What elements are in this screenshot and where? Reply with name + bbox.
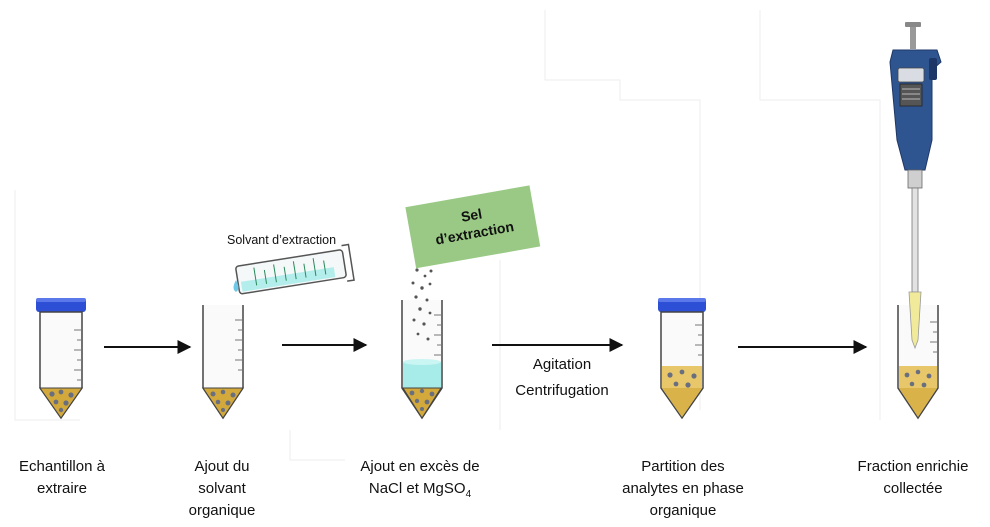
step-arrows — [104, 338, 868, 354]
step-label-line: solvant — [198, 480, 246, 497]
solvent-drop — [233, 280, 239, 292]
formula-subscript: 4 — [465, 489, 472, 500]
step-label-partition: Partition des analytes en phase organiqu… — [598, 456, 768, 522]
step-label-line: collectée — [883, 480, 943, 497]
step-label-line: Ajout en excès de — [360, 458, 480, 475]
graduated-cylinder — [235, 243, 355, 295]
step-label-solvent: Ajout du solvant organique — [160, 456, 284, 522]
step-label-line: Echantillon à — [19, 458, 105, 475]
step-label-line: extraire — [36, 480, 88, 497]
salt-box — [405, 185, 541, 269]
partition-tube — [658, 298, 706, 420]
formula-text: NaCl et MgSO — [368, 480, 466, 497]
agitation-label: Agitation Centrifugation — [492, 352, 632, 404]
agitation-line-1: Agitation — [532, 356, 592, 373]
agitation-line-2: Centrifugation — [515, 382, 609, 399]
step-label-line: Partition des — [641, 458, 725, 475]
collected-tube — [897, 305, 939, 420]
solvent-label: Solvant d’extraction — [227, 233, 337, 247]
micropipette — [889, 22, 942, 350]
step-label-salts: Ajout en excès de NaCl et MgSO4 — [330, 456, 510, 506]
step-label-line-formula: NaCl et MgSO4 — [330, 478, 510, 506]
step-label-line: organique — [649, 502, 717, 519]
step-label-line: Ajout du — [194, 458, 250, 475]
step-label-line: analytes en phase — [622, 480, 744, 497]
step-label-line: Fraction enrichie — [857, 458, 969, 475]
step-label-sample: Echantillon à extraire — [0, 456, 124, 500]
sample-tube — [36, 298, 86, 420]
solvent-tube — [202, 305, 244, 420]
step-label-line: organique — [188, 502, 256, 519]
salt-tube — [401, 300, 443, 420]
salt-particles — [411, 268, 433, 341]
step-label-fraction: Fraction enrichie collectée — [838, 456, 988, 500]
